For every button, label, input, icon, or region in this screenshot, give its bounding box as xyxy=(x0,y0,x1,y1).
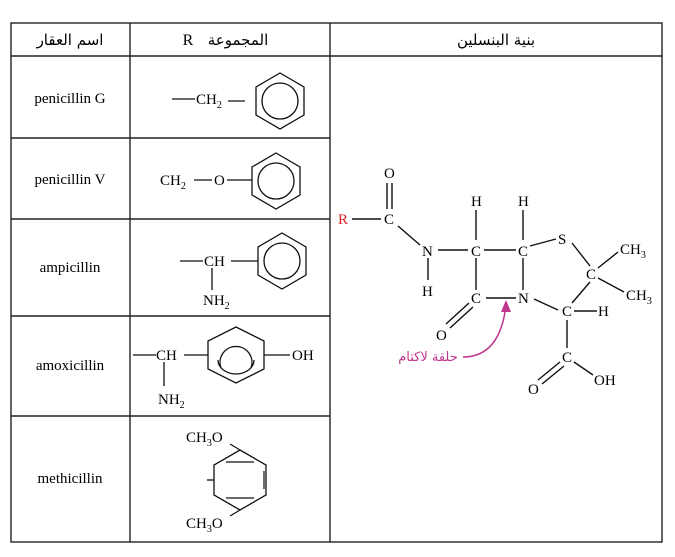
pen-v-o: O xyxy=(214,173,225,189)
ampi-nh2: NH2 xyxy=(203,293,230,312)
core-c-top-right: C xyxy=(518,244,528,260)
core-o-lactam: O xyxy=(436,328,447,344)
core-o-amide: O xyxy=(384,166,395,182)
drug-name-penicillin-g: penicillin G xyxy=(34,91,105,107)
meth-ch3o-top: CH3O xyxy=(186,430,223,449)
core-oh-carboxyl: OH xyxy=(594,373,616,389)
core-h-top-left: H xyxy=(471,194,482,210)
core-ch3-bottom: CH3 xyxy=(626,288,652,307)
core-n-ring: N xyxy=(518,291,529,307)
core-c-dimethyl: C xyxy=(586,267,596,283)
header-r-group: المجموعة xyxy=(208,31,269,49)
core-h-top-right: H xyxy=(518,194,529,210)
header-drug-name: اسم العقار xyxy=(36,31,104,49)
lactam-arrowhead xyxy=(501,300,511,312)
core-c-carboxyl: C xyxy=(562,350,572,366)
lactam-arrow xyxy=(462,304,507,358)
header-structure: بنية البنسلين xyxy=(457,31,535,49)
core-n-amide: N xyxy=(422,244,433,260)
table-grid xyxy=(10,22,663,543)
ampi-ch: CH xyxy=(204,254,225,270)
lactam-label: حلقة لاكتام xyxy=(398,350,458,365)
r-group-ampicillin xyxy=(180,232,307,290)
amox-oh: OH xyxy=(292,348,314,364)
r-group-methicillin xyxy=(207,443,267,517)
r-group-amoxicillin xyxy=(133,326,290,386)
core-c-amide: C xyxy=(384,212,394,228)
drug-name-methicillin: methicillin xyxy=(38,471,103,487)
header-r-letter: R xyxy=(183,32,194,49)
drug-name-amoxicillin: amoxicillin xyxy=(36,358,105,374)
r-group-penicillin-v xyxy=(194,152,301,210)
core-h-alpha: H xyxy=(598,304,609,320)
core-c-top-left: C xyxy=(471,244,481,260)
amox-ch: CH xyxy=(156,348,177,364)
meth-ch3o-bottom: CH3O xyxy=(186,516,223,535)
pen-g-ch2: CH2 xyxy=(196,92,222,111)
penicillin-core-bonds xyxy=(352,183,625,385)
drug-name-penicillin-v: penicillin V xyxy=(35,172,106,188)
penicillin-core-atoms: R C O N H H H C C C N O S C CH3 CH3 C H … xyxy=(338,166,652,398)
core-s: S xyxy=(558,232,566,248)
core-o-carboxyl: O xyxy=(528,382,539,398)
amox-nh2: NH2 xyxy=(158,392,185,411)
drug-name-ampicillin: ampicillin xyxy=(40,260,101,276)
r-group-penicillin-g xyxy=(172,72,305,130)
core-h-amide: H xyxy=(422,284,433,300)
pen-v-ch2: CH2 xyxy=(160,173,186,192)
core-c-alpha: C xyxy=(562,304,572,320)
core-r: R xyxy=(338,212,348,228)
core-ch3-top: CH3 xyxy=(620,242,646,261)
core-c-lactam: C xyxy=(471,291,481,307)
